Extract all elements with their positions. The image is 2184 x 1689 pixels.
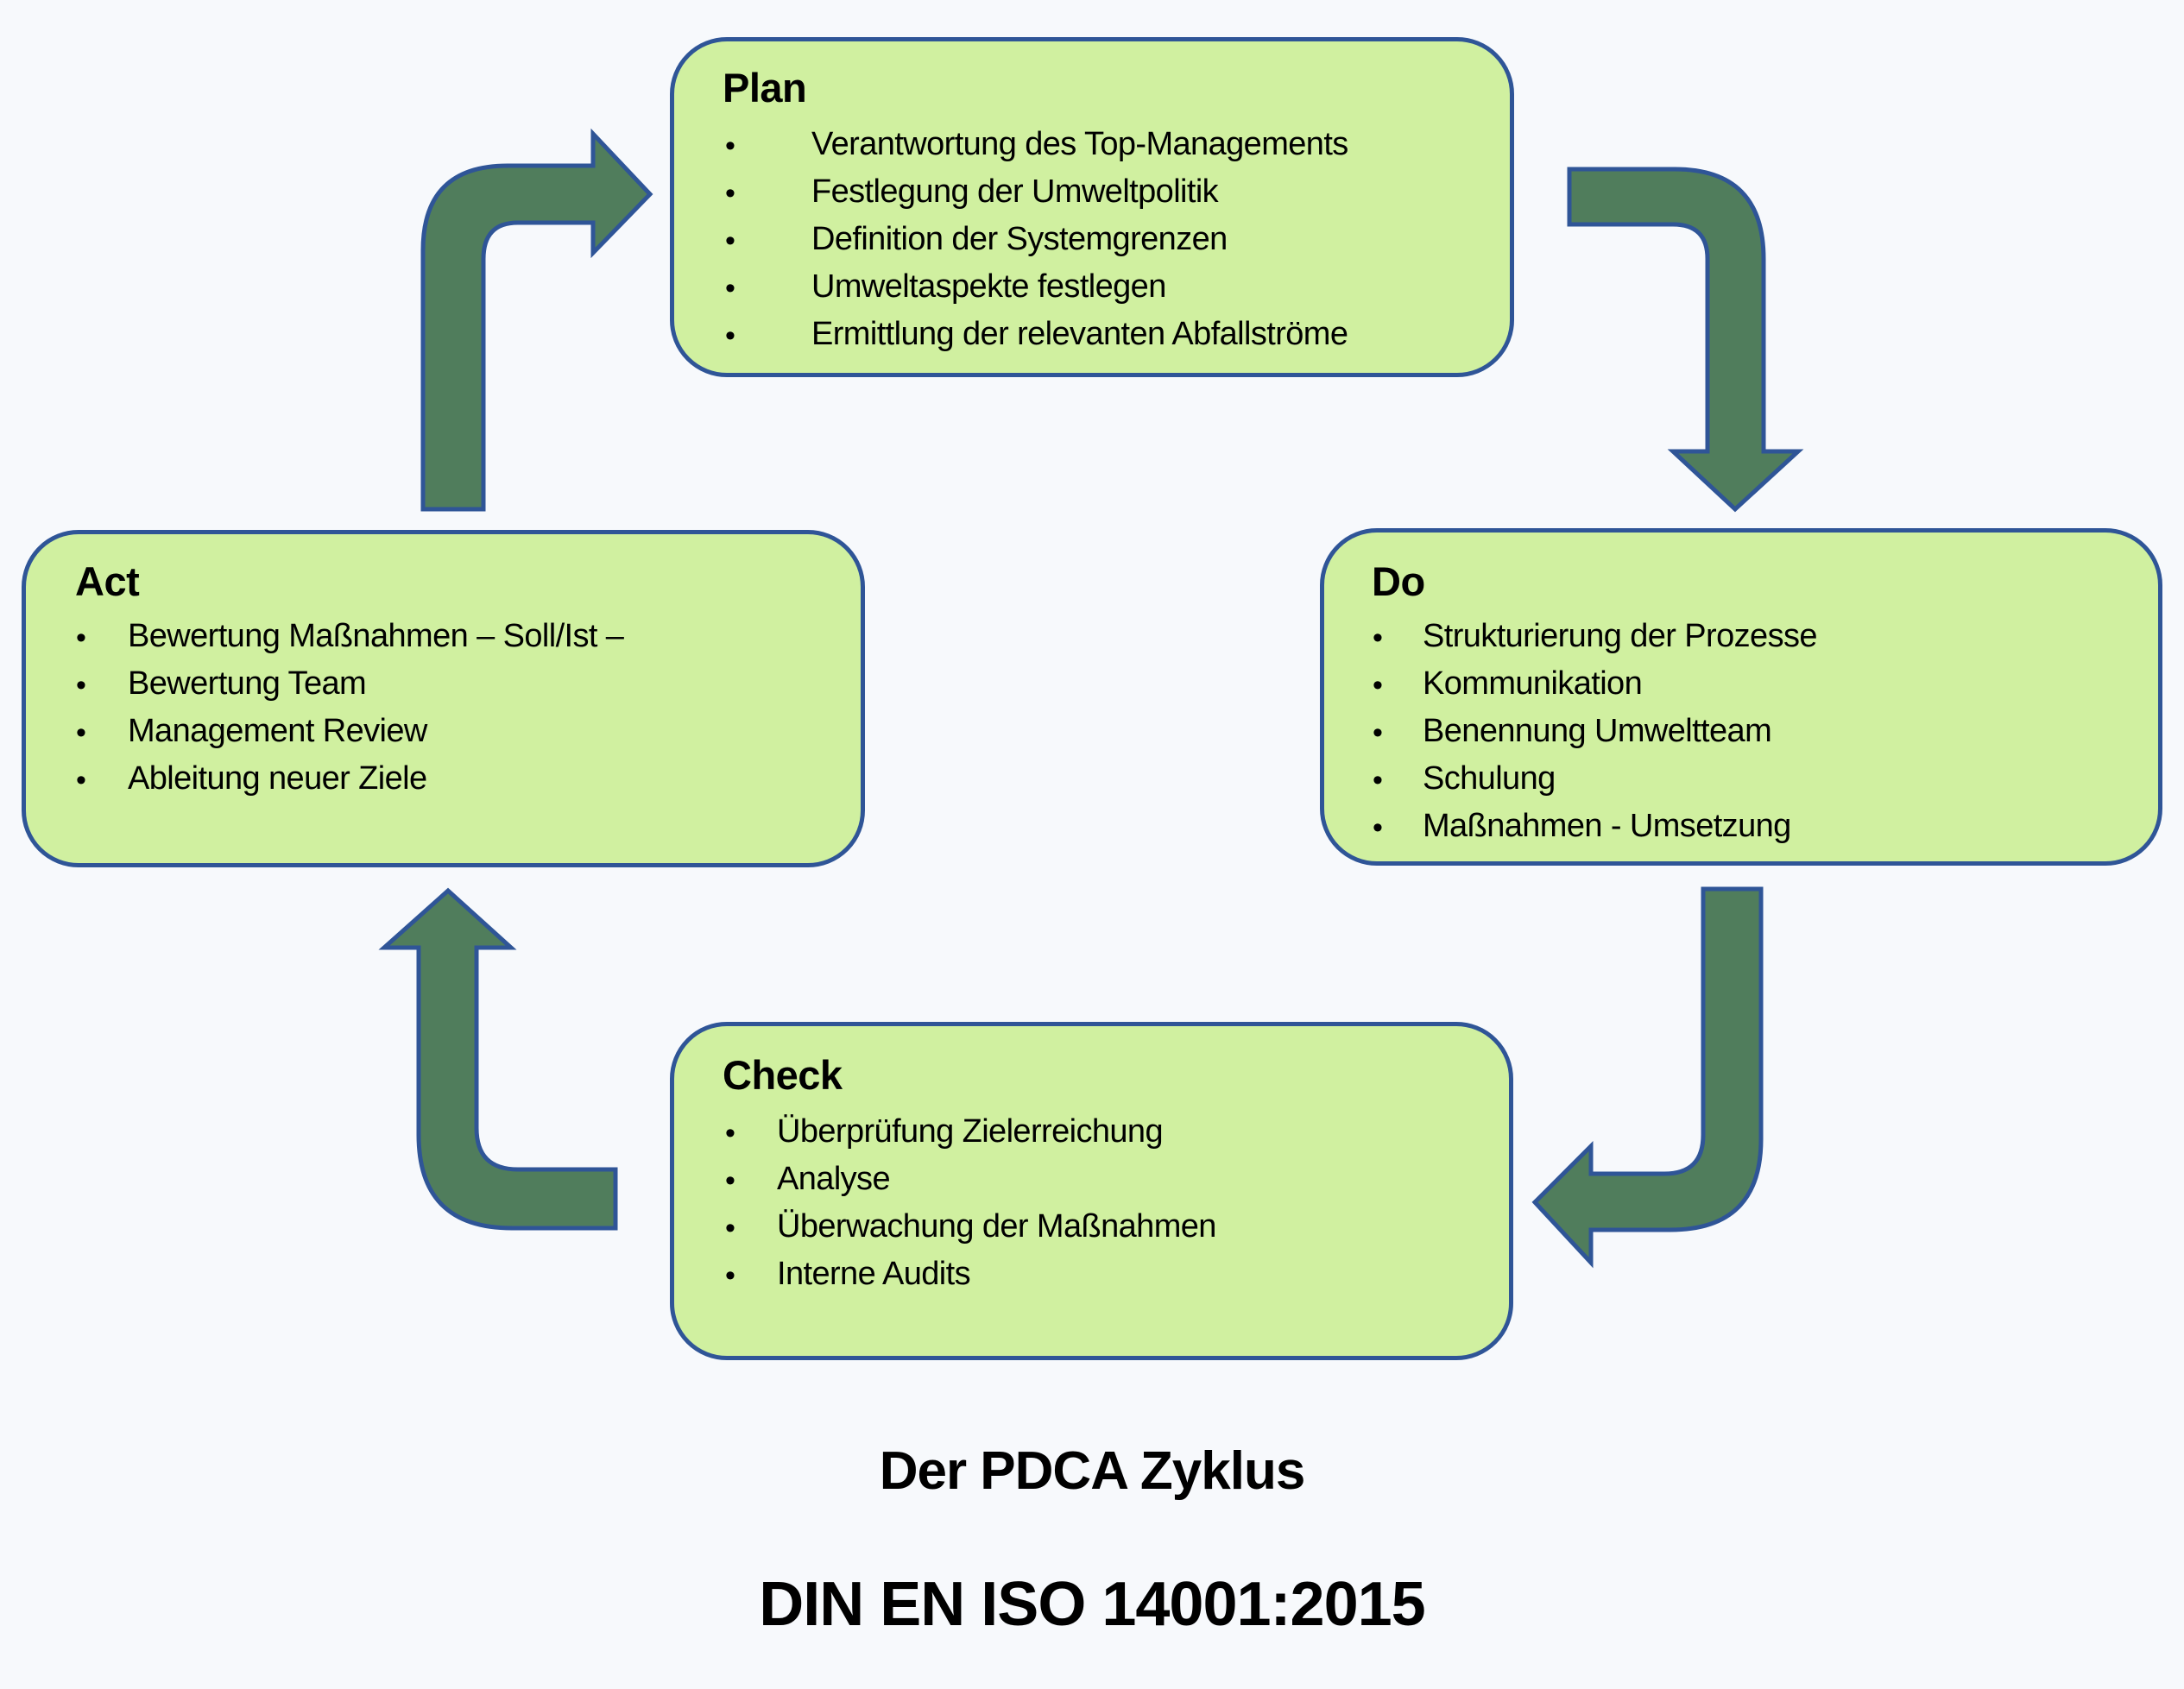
act-item: Management Review <box>128 713 427 749</box>
standard-title: DIN EN ISO 14001:2015 <box>759 1570 1425 1639</box>
bullet-icon: • <box>725 272 735 305</box>
do-item: Maßnahmen - Umsetzung <box>1423 808 1791 844</box>
diagram-caption: Der PDCA Zyklus <box>879 1441 1306 1501</box>
act-box <box>22 530 865 867</box>
check-title: Check <box>723 1052 843 1098</box>
bullet-icon: • <box>725 1259 735 1292</box>
bullet-icon: • <box>76 669 86 702</box>
plan-item: Ermittlung der relevanten Abfallströme <box>811 316 1348 352</box>
plan-item: Festlegung der Umweltpolitik <box>811 173 1219 210</box>
do-box <box>1320 528 2162 866</box>
plan-item: Verantwortung des Top-Managements <box>811 126 1348 162</box>
bullet-icon: • <box>725 224 735 257</box>
plan-item: Umweltaspekte festlegen <box>811 268 1166 305</box>
do-item: Kommunikation <box>1423 665 1643 702</box>
check-item: Interne Audits <box>777 1256 971 1292</box>
plan-box <box>670 37 1514 377</box>
check-box <box>670 1022 1513 1360</box>
bullet-icon: • <box>1373 669 1383 702</box>
bullet-icon: • <box>76 621 86 654</box>
do-item: Benennung Umweltteam <box>1423 713 1772 749</box>
bullet-icon: • <box>1373 764 1383 797</box>
bullet-icon: • <box>1373 716 1383 749</box>
bullet-icon: • <box>725 177 735 210</box>
arrow-act-to-plan <box>420 128 653 512</box>
bullet-icon: • <box>725 1164 735 1197</box>
arrow-plan-to-do <box>1567 167 1804 513</box>
act-title: Act <box>75 558 140 604</box>
check-item: Überwachung der Maßnahmen <box>777 1208 1216 1245</box>
do-item: Strukturierung der Prozesse <box>1423 618 1818 654</box>
bullet-icon: • <box>1373 621 1383 654</box>
bullet-icon: • <box>725 1117 735 1150</box>
bullet-icon: • <box>76 716 86 749</box>
bullet-icon: • <box>1373 811 1383 844</box>
act-item: Bewertung Maßnahmen – Soll/Ist – <box>128 618 624 654</box>
check-item: Analyse <box>777 1161 891 1197</box>
check-item: Überprüfung Zielerreichung <box>777 1113 1164 1150</box>
act-item: Ableitung neuer Ziele <box>128 760 427 797</box>
do-title: Do <box>1372 558 1425 604</box>
bullet-icon: • <box>725 1212 735 1245</box>
act-item: Bewertung Team <box>128 665 367 702</box>
plan-item: Definition der Systemgrenzen <box>811 221 1228 257</box>
bullet-icon: • <box>725 319 735 352</box>
bullet-icon: • <box>725 129 735 162</box>
do-item: Schulung <box>1423 760 1556 797</box>
arrow-check-to-act <box>378 887 618 1231</box>
bullet-icon: • <box>76 764 86 797</box>
arrow-do-to-check <box>1531 886 1764 1269</box>
plan-title: Plan <box>723 65 807 110</box>
